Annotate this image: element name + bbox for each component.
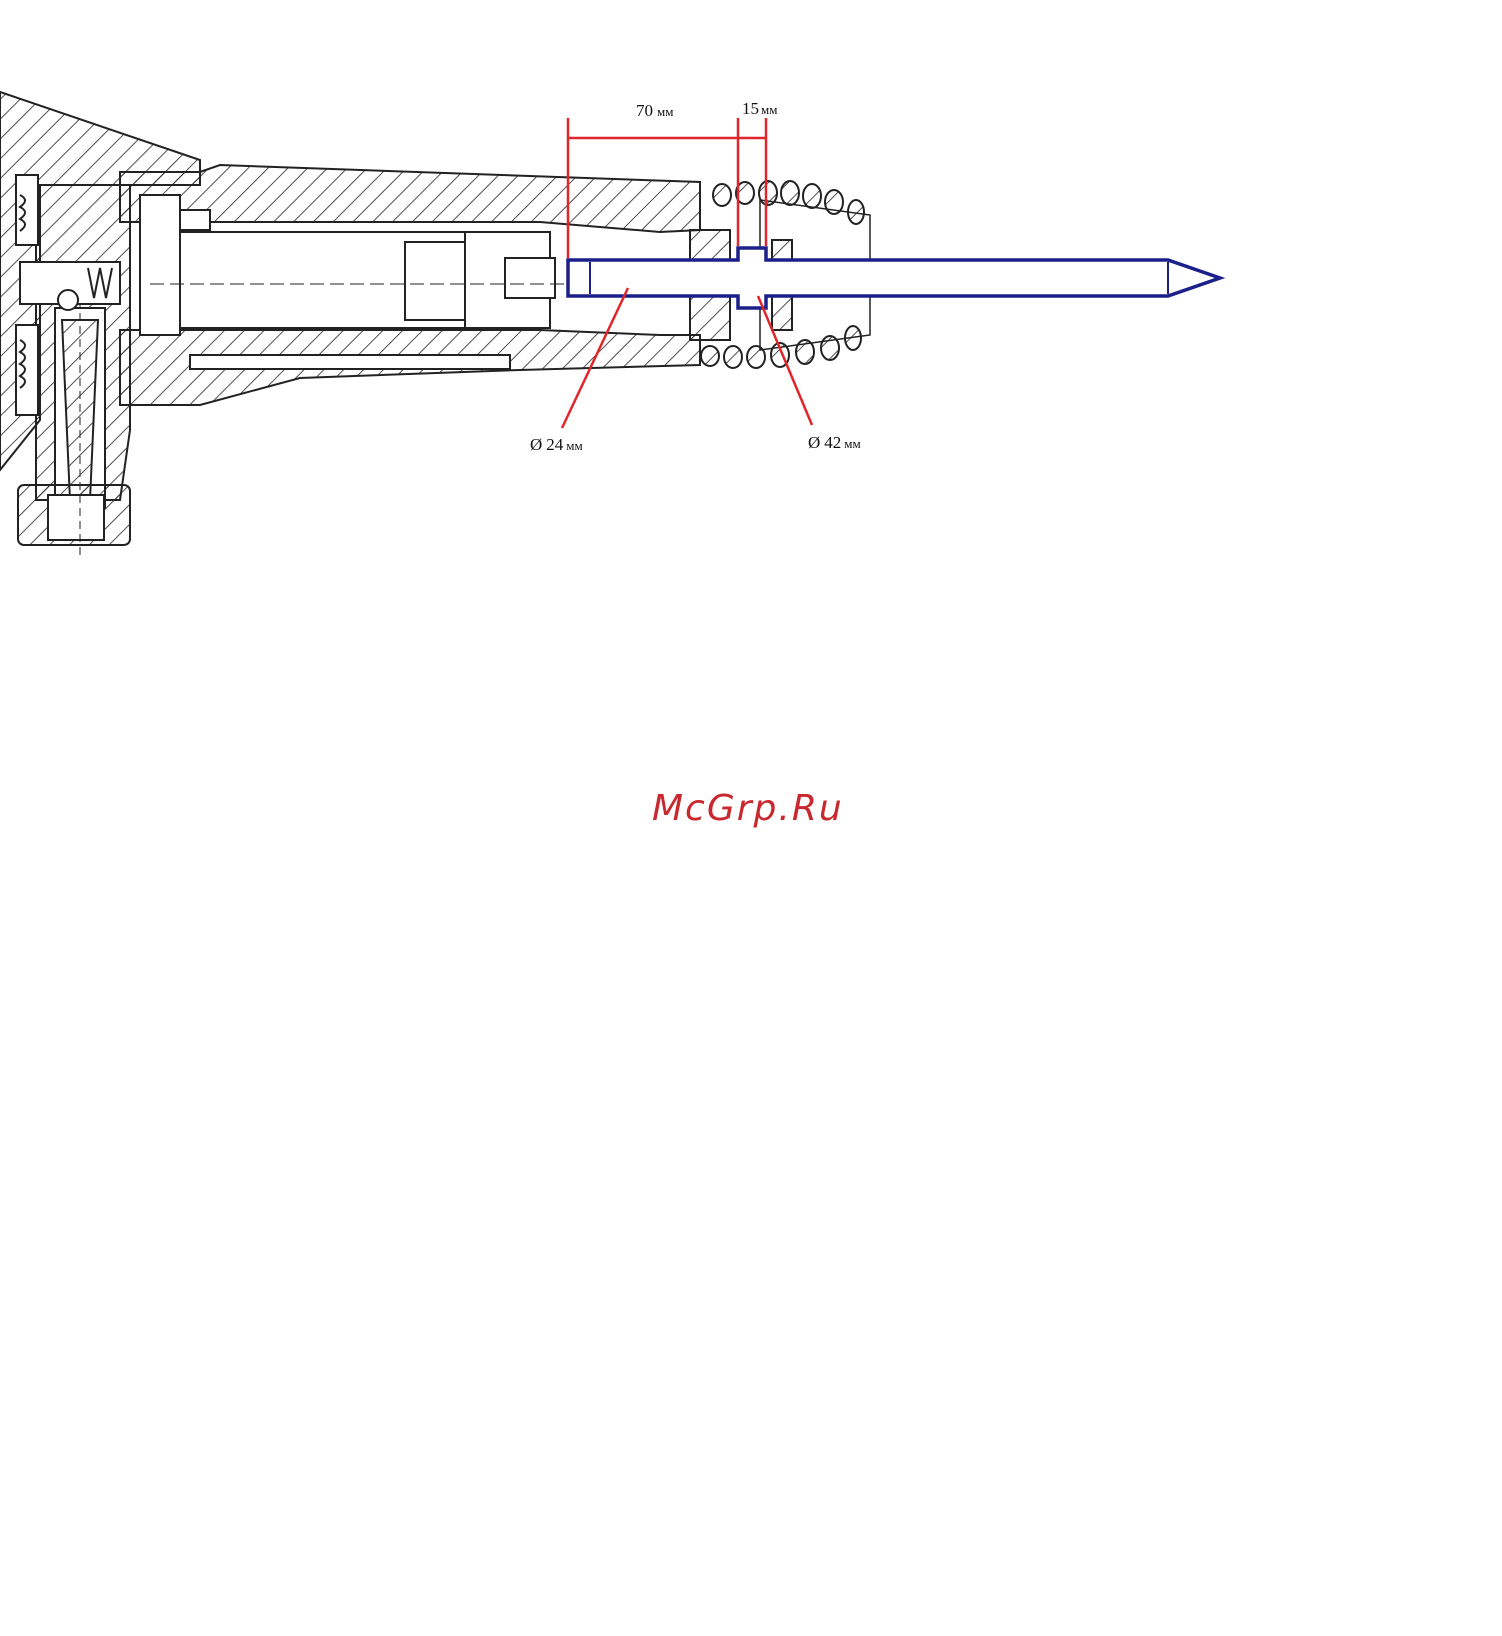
- side-port: [20, 262, 120, 310]
- chisel-tool: [568, 248, 1220, 308]
- watermark-text: McGrp.Ru: [652, 788, 844, 829]
